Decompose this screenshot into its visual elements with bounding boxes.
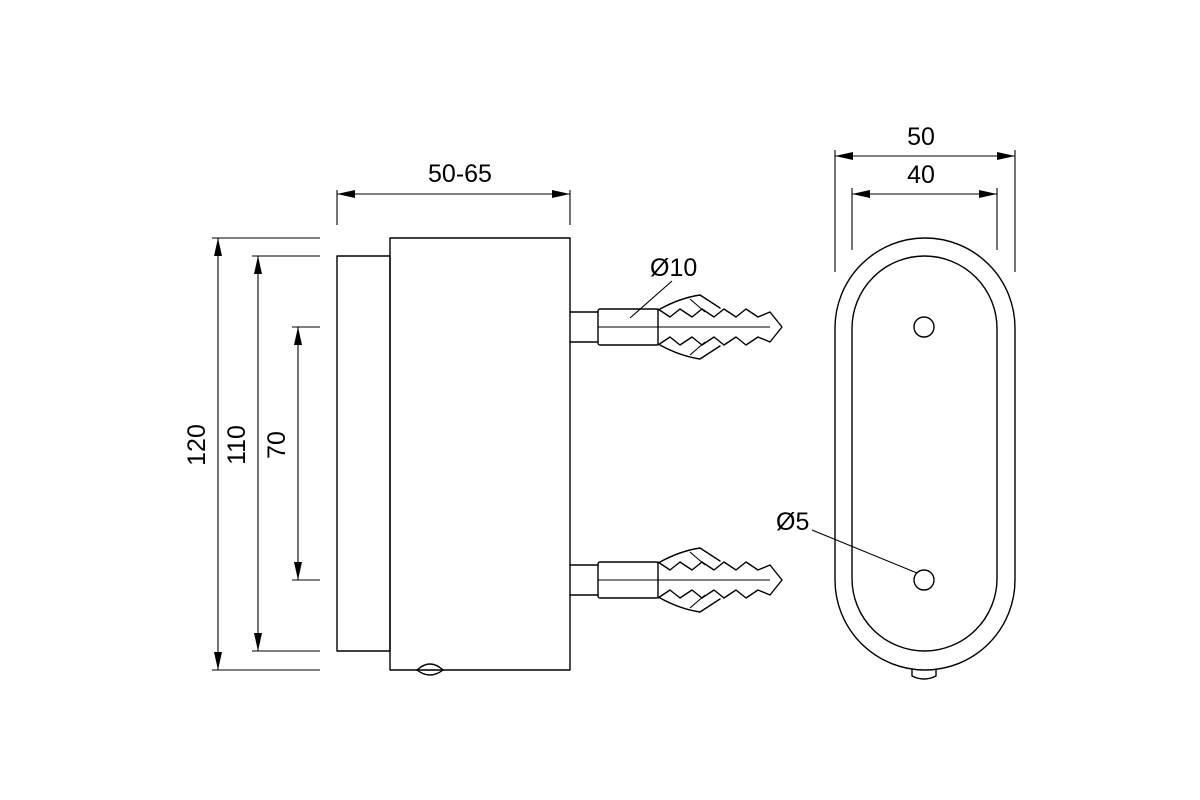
dimension-120: 120 [183, 238, 222, 670]
dimension-50-65: 50-65 [337, 160, 570, 198]
mounting-hole-lower [913, 569, 935, 591]
dimension-50: 50 [835, 123, 1015, 160]
dimension-70: 70 [263, 327, 302, 580]
dimension-110-label: 110 [223, 425, 251, 465]
dimension-40-label: 40 [907, 161, 935, 189]
dimension-70-label: 70 [263, 431, 291, 459]
dimension-110: 110 [223, 256, 262, 651]
front-extension-lines [834, 150, 1016, 272]
mounting-hole-upper [913, 316, 935, 338]
dimension-40: 40 [852, 161, 997, 198]
side-extension-lines [212, 190, 571, 671]
hole-diameter-callout: Ø5 [776, 508, 918, 574]
set-screw [416, 663, 444, 676]
wall-plug-lower [569, 547, 783, 613]
wall-plug-upper [569, 294, 783, 360]
side-view: 120 110 70 50-65 Ø10 [183, 160, 783, 676]
plug-diameter-label: Ø10 [650, 254, 697, 282]
front-view: 50 40 Ø5 [776, 123, 1016, 680]
dimension-50-65-label: 50-65 [428, 160, 492, 188]
front-set-screw [911, 669, 937, 680]
dimension-120-label: 120 [183, 424, 211, 466]
hole-diameter-label: Ø5 [776, 508, 809, 536]
front-outer-oval [834, 237, 1016, 671]
side-flange [336, 255, 391, 652]
dimension-50-label: 50 [907, 123, 935, 151]
plug-diameter-callout: Ø10 [629, 254, 697, 319]
side-body [389, 237, 571, 671]
front-inner-oval [851, 255, 998, 652]
